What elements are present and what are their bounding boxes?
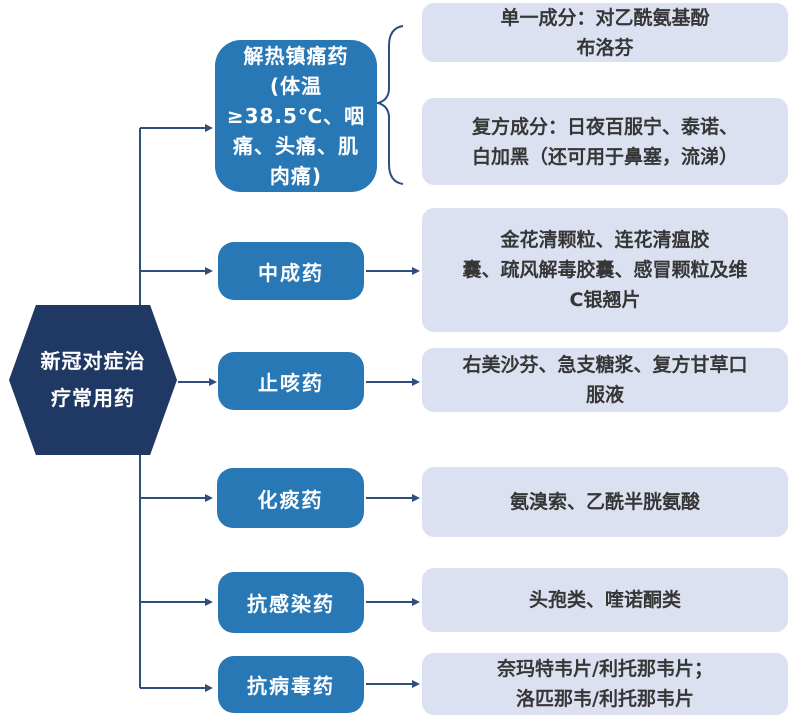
category-label: 中成药 (258, 260, 324, 285)
detail-text: 头孢类、喹诺酮类 (528, 589, 681, 611)
detail-node-antiviral-drugs: 奈玛特韦片/利托那韦片； 洛匹那韦/利托那韦片 (422, 653, 788, 715)
category-label: 止咳药 (258, 370, 324, 395)
category-label: 抗感染药 (247, 592, 335, 616)
category-label: 解热镇痛药 (体温 ≥38.5℃、咽 痛、头痛、肌 肉痛) (226, 44, 366, 188)
category-node-anti-infective: 抗感染药 (218, 572, 364, 633)
category-node-expectorant: 化痰药 (217, 468, 364, 528)
category-label: 化痰药 (257, 487, 324, 512)
detail-node-anti-infective-drugs: 头孢类、喹诺酮类 (422, 568, 788, 632)
root-label: 新冠对症治 疗常用药 (40, 349, 146, 410)
detail-node-single-ingredient: 单一成分：对乙酰氨基酚 布洛芬 (422, 3, 788, 62)
detail-text: 氨溴索、乙酰半胱氨酸 (509, 491, 700, 513)
detail-node-compound-ingredient: 复方成分：日夜百服宁、泰诺、 白加黑（还可用于鼻塞，流涕） (422, 98, 788, 185)
root-hexagon: 新冠对症治 疗常用药 (9, 305, 177, 455)
detail-text: 复方成分：日夜百服宁、泰诺、 白加黑（还可用于鼻塞，流涕） (471, 115, 738, 168)
category-label: 抗病毒药 (247, 674, 335, 698)
detail-node-expectorant-drugs: 氨溴索、乙酰半胱氨酸 (422, 467, 788, 537)
detail-text: 奈玛特韦片/利托那韦片； 洛匹那韦/利托那韦片 (497, 658, 713, 710)
category-node-chinese-patent: 中成药 (218, 242, 364, 300)
brace-bracket-icon (374, 25, 404, 185)
detail-text: 右美沙芬、急支糖浆、复方甘草口 服液 (462, 354, 748, 406)
detail-text: 金花清颗粒、连花清瘟胶 囊、疏风解毒胶囊、感冒颗粒及维 C银翘片 (462, 229, 748, 311)
category-node-antiviral: 抗病毒药 (218, 656, 364, 713)
detail-node-chinese-patent-drugs: 金花清颗粒、连花清瘟胶 囊、疏风解毒胶囊、感冒颗粒及维 C银翘片 (422, 208, 788, 332)
detail-node-cough-drugs: 右美沙芬、急支糖浆、复方甘草口 服液 (422, 348, 788, 412)
category-node-antipyretic: 解热镇痛药 (体温 ≥38.5℃、咽 痛、头痛、肌 肉痛) (215, 40, 377, 192)
category-node-cough: 止咳药 (218, 352, 364, 410)
detail-text: 单一成分：对乙酰氨基酚 布洛芬 (500, 6, 710, 59)
